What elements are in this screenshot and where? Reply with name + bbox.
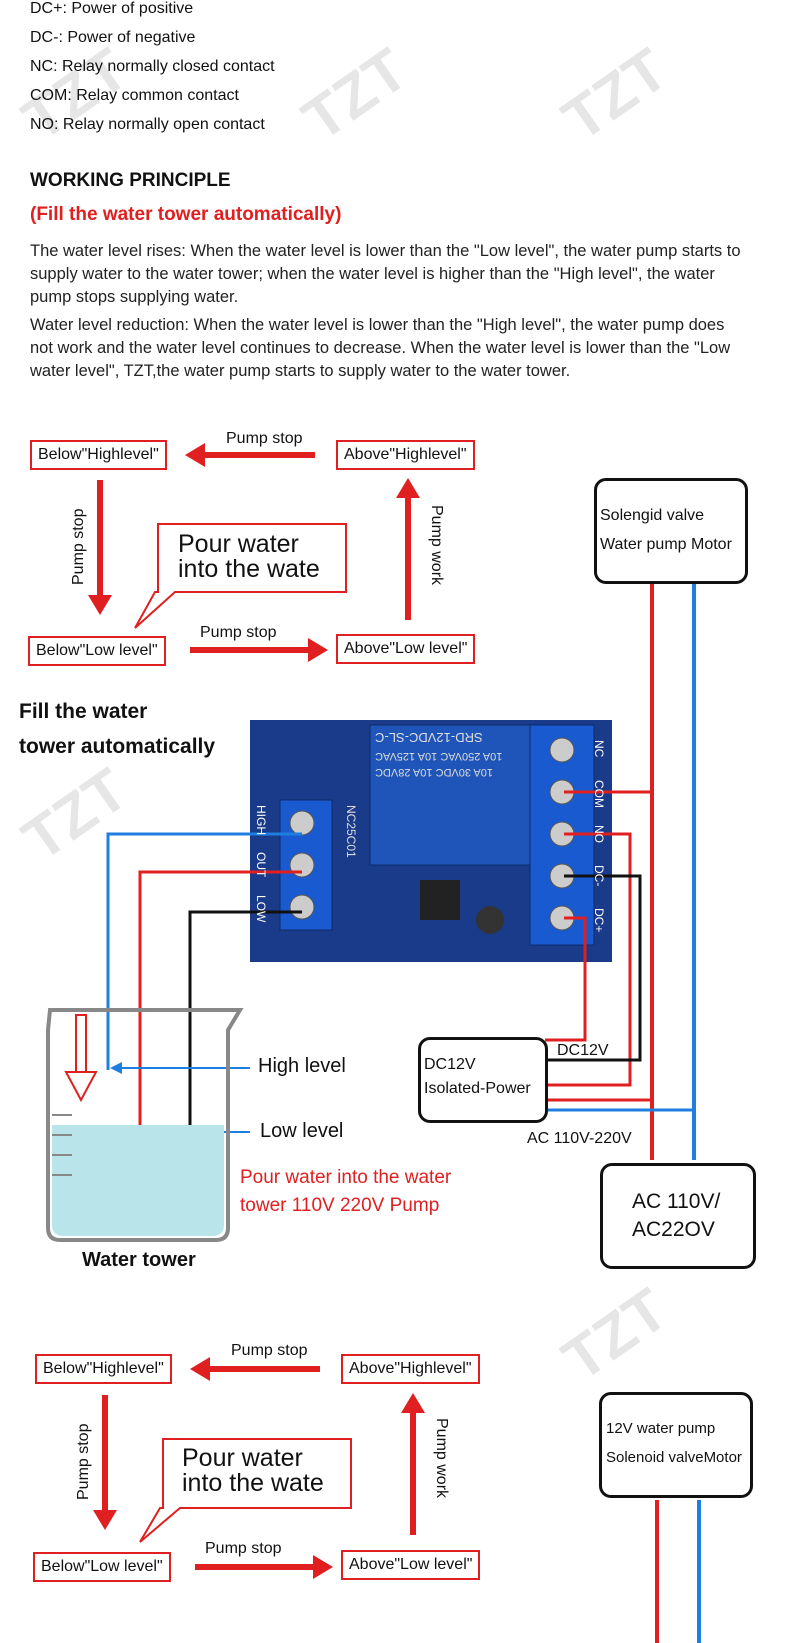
paragraph-2: Water level reduction: When the water le… (30, 316, 731, 380)
psu-box (418, 1037, 548, 1123)
section-title: WORKING PRINCIPLE (30, 170, 231, 191)
pin-def-no: NO: Relay normally open contact (30, 116, 265, 133)
flow2-device-box (599, 1392, 753, 1498)
flow2-device-line1: 12V water pump (606, 1420, 716, 1437)
flow2-right-arrow-label: Pump work (433, 1418, 450, 1499)
flow1-device-line1: Solengid valve (600, 507, 705, 524)
flow1-device-box (594, 478, 748, 584)
flow2-below-low: Below"Low level" (33, 1552, 171, 1582)
relay-model: SRD-12VDC-SL-C (375, 730, 483, 745)
flow2-callout-line1: Pour water (182, 1444, 303, 1472)
flow1-callout-line2: into the wate (178, 555, 320, 583)
terminal-com: COM (592, 780, 606, 808)
terminal-dcplus: DC+ (592, 908, 606, 933)
low-level-label: Low level (260, 1120, 344, 1142)
water-tower-label: Water tower (82, 1249, 196, 1271)
flow1-arrows (88, 443, 420, 662)
pour-note-line2: tower 110V 220V Pump (240, 1195, 440, 1216)
terminal-out: OUT (254, 852, 268, 878)
ac-line2: AC22OV (632, 1218, 715, 1241)
flow1-device-line2: Water pump Motor (600, 536, 732, 553)
flow1-top-arrow-label: Pump stop (226, 430, 303, 447)
psu-line2: Isolated-Power (424, 1080, 531, 1097)
terminal-high: HIGH (254, 805, 268, 835)
flow1-above-low: Above"Low level" (336, 634, 476, 664)
flow1-bottom-arrow-label: Pump stop (200, 624, 277, 641)
flow2-above-high: Above"Highlevel" (341, 1354, 480, 1384)
high-level-label: High level (258, 1055, 346, 1077)
flow1-right-arrow-label: Pump work (428, 505, 445, 586)
paragraph-1: The water level rises: When the water le… (30, 242, 741, 306)
flow1-below-high: Below"Highlevel" (30, 440, 167, 470)
psu-line1: DC12V (424, 1056, 476, 1073)
flow1-below-low: Below"Low level" (28, 636, 166, 666)
flow1-left-arrow-label: Pump stop (70, 508, 87, 585)
terminal-low: LOW (254, 895, 268, 923)
flow2-above-low: Above"Low level" (341, 1550, 481, 1580)
flow1-above-high: Above"Highlevel" (336, 440, 475, 470)
pour-note-line1: Pour water into the water (240, 1167, 452, 1188)
relay-rating1: 10A 250VAC 10A 125VAC (375, 750, 503, 762)
board-label: NC25C01 (344, 805, 358, 858)
flow2-top-arrow-label: Pump stop (231, 1342, 308, 1359)
pin-def-com: COM: Relay common contact (30, 87, 239, 104)
flow2-arrows (93, 1357, 425, 1579)
flow2-bottom-arrow-label: Pump stop (205, 1540, 282, 1557)
section-subtitle: (Fill the water tower automatically) (30, 204, 342, 225)
flow2-left-arrow-label: Pump stop (75, 1423, 92, 1500)
relay-rating2: 10A 30VDC 10A 28VDC (375, 766, 494, 778)
ac-range-label: AC 110V-220V (527, 1130, 632, 1147)
pin-def-dcminus: DC-: Power of negative (30, 29, 196, 46)
dc12v-label: DC12V (557, 1042, 609, 1059)
flow1-callout-line1: Pour water (178, 530, 299, 558)
pin-def-nc: NC: Relay normally closed contact (30, 58, 275, 75)
flow2-callout-line2: into the wate (182, 1469, 324, 1497)
flow2-below-high: Below"Highlevel" (35, 1354, 172, 1384)
terminal-dcminus: DC- (592, 865, 606, 887)
wiring-title-line1: Fill the water (19, 700, 148, 723)
pin-def-dcplus: DC+: Power of positive (30, 0, 194, 17)
ac-line1: AC 110V/ (632, 1190, 721, 1213)
wiring-title-line2: tower automatically (19, 735, 216, 758)
terminal-nc: NC (592, 740, 606, 758)
ac-box (600, 1163, 756, 1269)
terminal-no: NO (592, 825, 606, 843)
flow2-device-line2: Solenoid valveMotor (606, 1449, 742, 1466)
beaker (46, 1008, 244, 1242)
